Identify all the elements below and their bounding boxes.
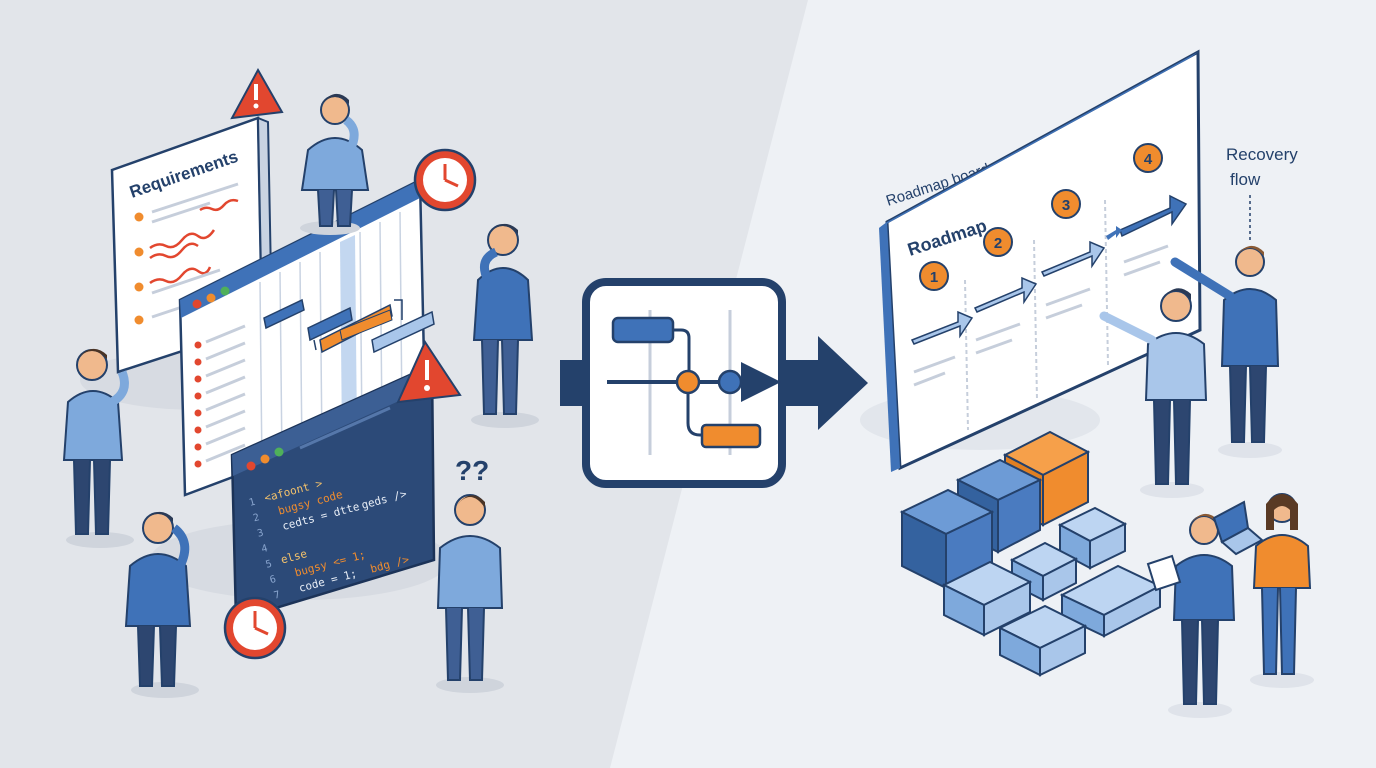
block-light-3: [941, 560, 1033, 637]
person-pointing: [1099, 288, 1208, 498]
transition-arrow: [560, 336, 868, 430]
code-line-number: 7: [273, 589, 282, 601]
gantt-bar: [339, 309, 393, 341]
code-line-number: 6: [269, 574, 278, 586]
right-scene: Roadmap board Roadmap 1 2: [860, 49, 1314, 718]
list-bullet: [134, 282, 144, 292]
person-confused-back: [436, 494, 504, 693]
window-dot-orange: [206, 293, 216, 303]
code-line-number: 4: [260, 543, 269, 555]
roadmap-step-2: 2: [973, 227, 1038, 355]
block-blue-front: [899, 488, 995, 590]
block-light-1: [1057, 506, 1128, 570]
person-stressed-top: [300, 93, 370, 235]
person-presenter: [1170, 245, 1282, 458]
person-phone-left: [62, 348, 134, 548]
process-flow-icon: [582, 278, 786, 488]
code-line-number: 2: [252, 512, 261, 524]
warning-icon: [230, 67, 284, 120]
roadmap-step-number: 3: [1062, 197, 1070, 214]
code-line-number: 1: [248, 497, 257, 509]
block-light-5: [997, 604, 1088, 677]
roadmap-step-4: 4: [1119, 143, 1188, 277]
building-blocks: [899, 430, 1163, 677]
list-bullet: [134, 315, 144, 325]
roadmap-step-number: 4: [1144, 151, 1153, 168]
block-light-2: [1009, 541, 1079, 602]
gantt-bar: [263, 298, 305, 330]
left-scene: Requirements: [62, 67, 539, 698]
code-line-number: 5: [264, 559, 273, 571]
warning-icon: [396, 339, 462, 404]
window-dot-green: [220, 286, 230, 296]
gantt-bar: [307, 306, 353, 342]
person-thinking-right: [471, 223, 539, 428]
roadmap-step-1: 1: [910, 261, 974, 387]
recovery-flow-label-line1: Recovery: [1226, 145, 1298, 164]
roadmap-step-3: 3: [1040, 189, 1106, 320]
window-dot-green: [274, 447, 284, 457]
question-marks: ??: [455, 455, 489, 486]
roadmap-step-number: 2: [994, 235, 1002, 252]
window-dot-red: [246, 461, 256, 471]
clock-icon: [223, 596, 287, 660]
window-dot-red: [192, 299, 202, 309]
roadmap-board: Roadmap 1 2 3: [879, 49, 1202, 472]
window-dot-orange: [260, 454, 270, 464]
list-bullet: [134, 212, 144, 222]
person-with-laptop: [1212, 493, 1314, 688]
clock-icon: [413, 148, 477, 212]
person-with-tablet: [1146, 513, 1236, 718]
roadmap-step-number: 1: [930, 269, 938, 286]
list-bullet: [134, 247, 144, 257]
recovery-flow-label-line2: flow: [1230, 170, 1261, 189]
code-line-number: 3: [256, 528, 265, 540]
gantt-bar: [371, 310, 435, 354]
person-worried-bottom: [124, 511, 199, 698]
